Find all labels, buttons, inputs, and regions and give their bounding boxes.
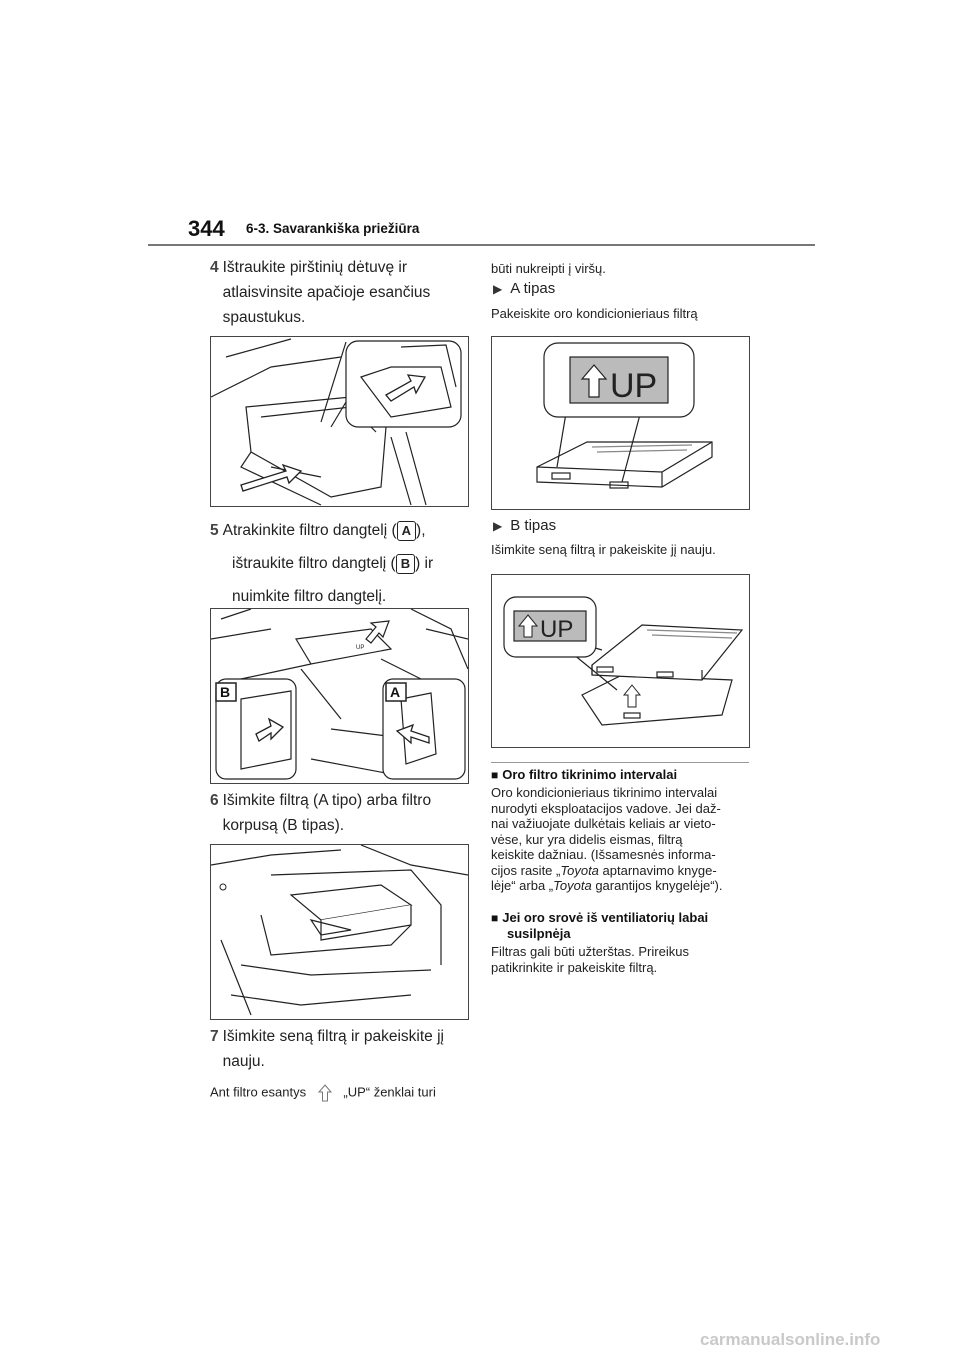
note-inspection-intervals: ■Oro filtro tikrinimo intervalai Oro kon…: [491, 767, 761, 894]
watermark: carmanualsonline.info: [700, 1330, 881, 1349]
square-bullet-icon: ■: [491, 911, 499, 925]
step-4: 4 Ištraukite pirštinių dėtuvę ir atlaisv…: [210, 255, 480, 330]
figure-filter-removal: [210, 844, 469, 1020]
note-line: keiskite dažniau. (Išsamesnės informa-: [491, 847, 716, 862]
up-arrow-icon: [580, 364, 608, 398]
up-arrow-icon: [317, 1084, 332, 1102]
up-label: UP: [540, 616, 573, 643]
label-a-box: A: [396, 521, 417, 541]
label-b-box: B: [395, 554, 416, 574]
step-text: Ištraukite pirštinių dėtuvę ir atlaisvin…: [222, 259, 431, 326]
note-title: Oro filtro tikrinimo intervalai: [502, 767, 678, 782]
up-arrow-icon: [517, 614, 539, 638]
step-number: 5: [210, 522, 219, 539]
brand-name: Toyota: [560, 862, 599, 878]
type-a-heading: ▶ A tipas: [493, 280, 555, 297]
note-title: Jei oro srovė iš ventiliatorių labai: [502, 910, 709, 925]
figure-type-a: UP: [491, 336, 750, 510]
step-6: 6 Išimkite filtrą (A tipo) arba filtro k…: [210, 788, 480, 838]
note-line: Filtras gali būti užterštas. Prireikus: [491, 944, 689, 959]
up-mark-small: UP: [356, 645, 364, 651]
triangle-right-icon: ▶: [493, 282, 503, 296]
note-text: cijos rasite „: [491, 862, 561, 878]
step-number: 7: [210, 1028, 219, 1045]
note-text: aptarnavimo knyge-: [598, 862, 717, 878]
notes-divider: [491, 762, 749, 763]
step-text: nuimkite filtro dangtelį.: [232, 588, 387, 605]
note-line: cijos rasite „Toyota aptarnavimo knyge-: [491, 863, 761, 879]
note-title: susilpnėja: [507, 926, 571, 941]
step-text: ) ir: [415, 555, 434, 572]
type-b-title: B tipas: [510, 517, 557, 534]
brand-name: Toyota: [553, 878, 592, 893]
note-line: patikrinkite ir pakeiskite filtrą.: [491, 959, 658, 975]
type-a-desc: Pakeiskite oro kondicionieriaus filtrą: [491, 306, 698, 321]
step-text: Išimkite seną filtrą ir pakeiskite jį na…: [222, 1028, 444, 1070]
note-text: Ant filtro esantys: [210, 1084, 307, 1100]
up-mark-note: Ant filtro esantys „UP“ ženklai turi: [210, 1084, 480, 1102]
step-number: 6: [210, 792, 219, 809]
note-text: garantijos knygelėje“).: [591, 878, 723, 893]
triangle-right-icon: ▶: [493, 519, 503, 533]
note-line: lėje“ arba „Toyota garantijos knygelėje“…: [491, 878, 761, 894]
type-b-desc: Išimkite seną filtrą ir pakeiskite jį na…: [491, 542, 716, 557]
type-b-heading: ▶ B tipas: [493, 517, 556, 534]
step-text: Atrakinkite filtro dangtelį (: [222, 522, 397, 539]
up-label: UP: [610, 367, 657, 405]
step-text: ištraukite filtro dangtelį (: [232, 555, 396, 572]
step-7: 7 Išimkite seną filtrą ir pakeiskite jį …: [210, 1024, 480, 1074]
note-line: nurodyti eksploatacijos vadove. Jei daž-: [491, 800, 721, 816]
note-text: lėje“ arba „: [491, 878, 554, 893]
note-line: Oro kondicionieriaus tikrinimo intervala…: [491, 785, 718, 800]
type-a-title: A tipas: [510, 280, 556, 297]
figure-filter-cover: UP B A: [210, 608, 469, 784]
header-rule: [148, 244, 815, 246]
section-title: 6-3. Savarankiška priežiūra: [246, 221, 420, 236]
note-text: „UP“ ženklai turi: [343, 1084, 436, 1100]
step-text: ),: [416, 522, 426, 539]
callout-b-label: B: [220, 684, 230, 700]
callout-a-label: A: [390, 684, 400, 700]
note-line: nai važiuojate dulkėtais keliais ar viet…: [491, 816, 716, 831]
figure-glovebox: [210, 336, 469, 507]
note-weak-airflow: ■Jei oro srovė iš ventiliatorių labai su…: [491, 910, 761, 975]
page-number: 344: [188, 216, 225, 241]
step-number: 4: [210, 259, 219, 276]
continuation-text: būti nukreipti į viršų.: [491, 261, 606, 276]
figure-type-b: UP: [491, 574, 750, 748]
square-bullet-icon: ■: [491, 768, 499, 782]
step-text: Išimkite filtrą (A tipo) arba filtro kor…: [222, 792, 432, 834]
note-line: vėse, kur yra didelis eismas, filtrą: [491, 831, 683, 847]
